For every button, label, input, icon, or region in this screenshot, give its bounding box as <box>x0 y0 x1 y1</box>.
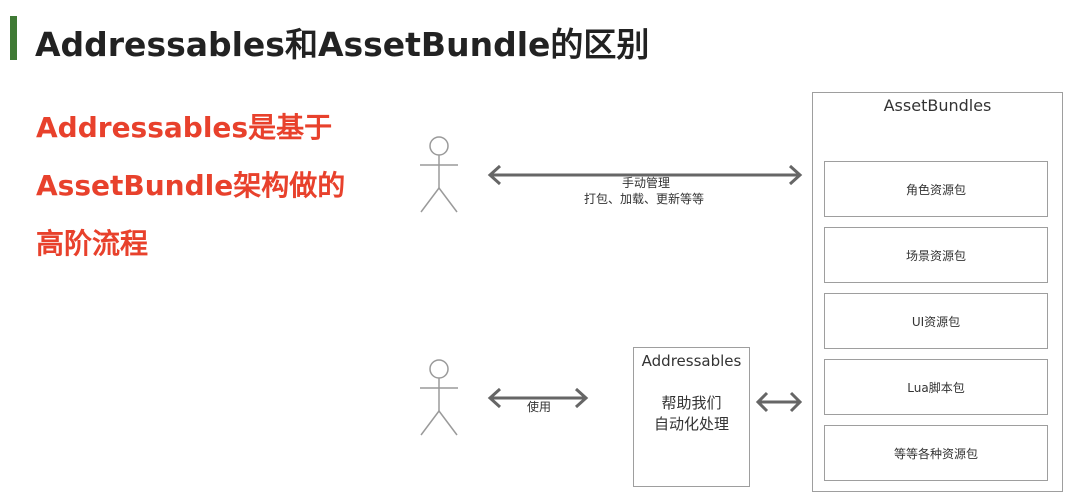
assetbundle-item-ui: UI资源包 <box>824 293 1048 349</box>
assetbundle-item-misc: 等等各种资源包 <box>824 425 1048 481</box>
lead-line-2: AssetBundle架构做的 <box>36 169 346 202</box>
title-accent-bar <box>10 16 17 60</box>
page-title: Addressables和AssetBundle的区别 <box>35 25 650 64</box>
use-arrow-label: 使用 <box>527 400 552 414</box>
assetbundle-item-scene: 场景资源包 <box>824 227 1048 283</box>
addressables-box <box>633 347 750 487</box>
assetbundle-item-character: 角色资源包 <box>824 161 1048 217</box>
use-arrow-icon <box>487 387 589 409</box>
lead-line-3: 高阶流程 <box>36 227 149 260</box>
addressables-desc-line-2: 自动化处理 <box>653 415 729 433</box>
addressables-desc-line-1: 帮助我们 <box>661 394 722 412</box>
manual-arrow-label: 手动管理 <box>622 176 671 190</box>
addressables-description: 帮助我们 自动化处理 <box>633 393 750 435</box>
actor-top-icon <box>420 136 458 213</box>
assetbundles-container <box>812 92 1063 492</box>
actor-bottom-icon <box>420 359 458 436</box>
manual-arrow-sublabel: 打包、加载、更新等等 <box>584 192 705 206</box>
assetbundle-item-lua: Lua脚本包 <box>824 359 1048 415</box>
lead-line-1: Addressables是基于 <box>36 111 333 144</box>
assetbundles-title: AssetBundles <box>883 96 992 115</box>
link-arrow-icon <box>755 391 803 413</box>
addressables-title: Addressables <box>641 352 742 370</box>
manual-arrow-icon <box>487 164 803 186</box>
